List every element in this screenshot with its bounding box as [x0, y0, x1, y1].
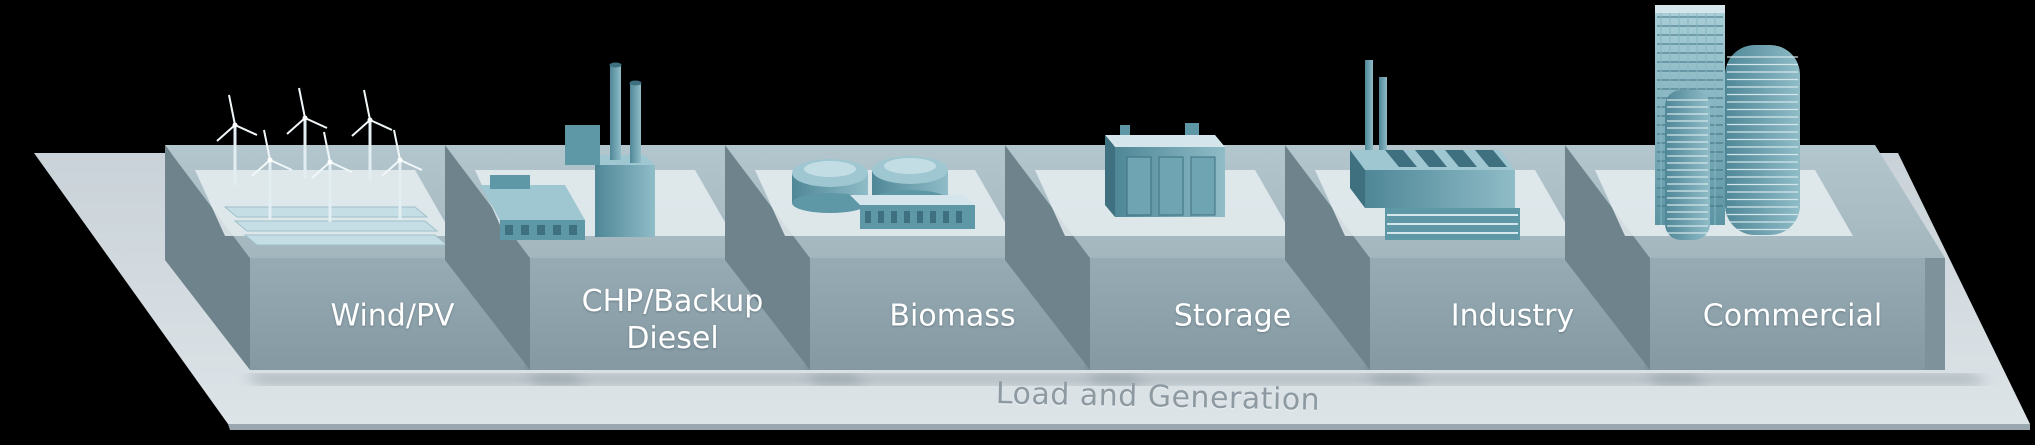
block-side-face: [165, 145, 250, 370]
skyscraper-icon: [1655, 5, 1800, 240]
storage-building-icon: [1105, 123, 1225, 217]
biomass-tank-icon: [792, 156, 975, 229]
block-front-face: [1650, 258, 1925, 370]
wind-turbine-icon: [216, 87, 449, 246]
block-side-face: [1565, 145, 1650, 370]
block-side-face: [445, 145, 530, 370]
block-shadow: [804, 374, 1150, 384]
block-shadow: [244, 374, 590, 384]
block-pad: [195, 170, 453, 236]
factory-icon: [1350, 60, 1520, 240]
block-shadow: [1644, 374, 1990, 384]
blocks-layer: [165, 5, 1990, 384]
block-edge: [1925, 258, 1945, 370]
block-shadow: [524, 374, 870, 384]
power-plant-icon: [480, 62, 655, 240]
block-side-face: [725, 145, 810, 370]
block-shadow: [1084, 374, 1430, 384]
block-side-face: [1285, 145, 1370, 370]
block-commercial: [1565, 5, 1990, 384]
block-side-face: [1005, 145, 1090, 370]
platform-label: Load and Generation: [995, 376, 1321, 418]
block-shadow: [1364, 374, 1710, 384]
